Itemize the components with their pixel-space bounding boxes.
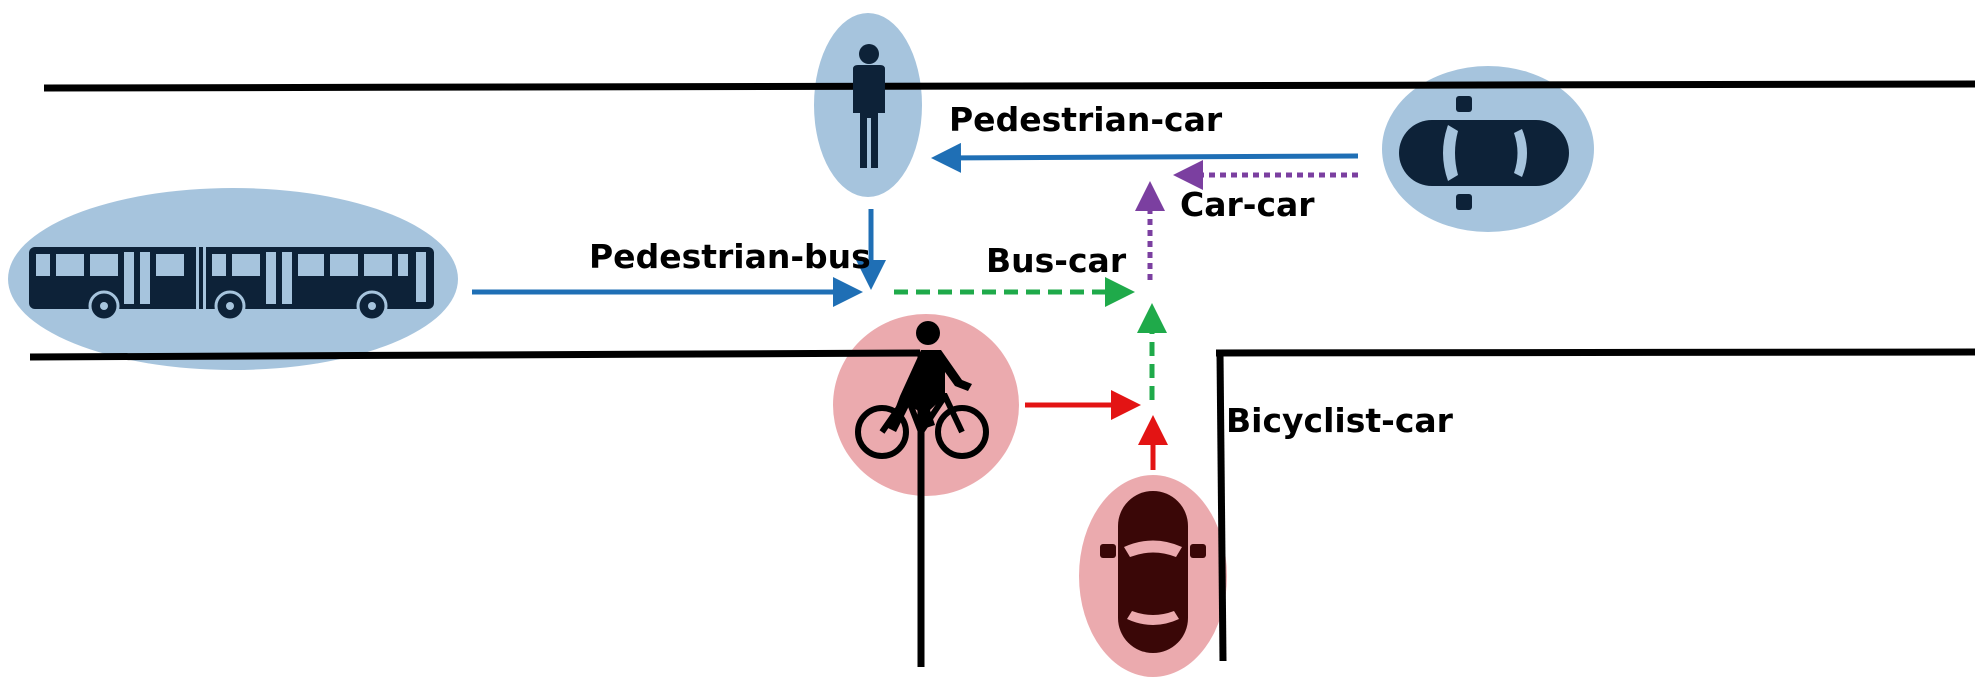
label-pedestrian-bus: Pedestrian-bus (589, 237, 871, 276)
road-edge-middle-left (29, 349, 921, 361)
label-car-car: Car-car (1180, 185, 1315, 224)
pedestrian-icon (853, 44, 885, 168)
label-pedestrian-car: Pedestrian-car (949, 100, 1223, 139)
bus-icon (29, 247, 434, 322)
label-bicyclist-car: Bicyclist-car (1226, 401, 1454, 440)
bicyclist-icon (855, 321, 989, 459)
pedestrian-car-arrow (931, 142, 1359, 173)
label-bus-car: Bus-car (986, 241, 1127, 280)
road-edge-top (43, 80, 1976, 92)
car-top-view-icon (1100, 491, 1206, 653)
road-edge-middle-right (1215, 348, 1976, 357)
road-edge-vertical-right (1216, 352, 1227, 662)
car-top-view-icon (1399, 96, 1569, 210)
